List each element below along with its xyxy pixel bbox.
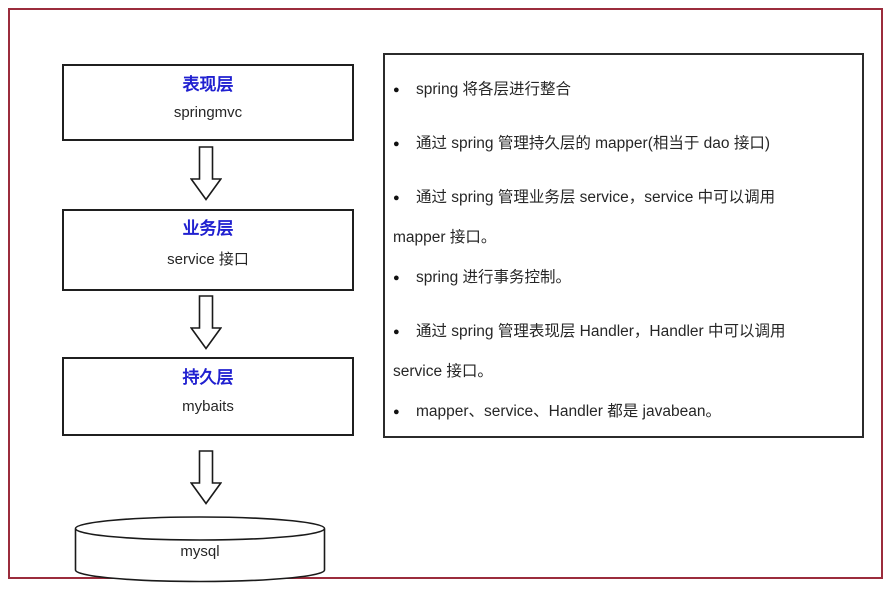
down-arrow-icon bbox=[190, 450, 222, 505]
bullet-icon: ● bbox=[393, 84, 400, 96]
flow-box-business-layer: 业务层 service 接口 bbox=[62, 209, 354, 291]
note-line: ● mapper、service、Handler 都是 javabean。 bbox=[393, 392, 848, 432]
note-text: 通过 spring 管理业务层 service，service 中可以调用 bbox=[416, 189, 776, 206]
note-text: service 接口。 bbox=[393, 363, 493, 380]
business-layer-subtitle: service 接口 bbox=[167, 251, 249, 268]
bullet-icon: ● bbox=[393, 406, 400, 418]
database-cylinder: mysql bbox=[74, 515, 326, 583]
flow-box-persistence-layer: 持久层 mybaits bbox=[62, 357, 354, 436]
down-arrow-icon bbox=[190, 146, 222, 201]
note-text: 通过 spring 管理持久层的 mapper(相当于 dao 接口) bbox=[416, 135, 770, 152]
note-text: mapper 接口。 bbox=[393, 229, 497, 246]
note-line: ● 通过 spring 管理持久层的 mapper(相当于 dao 接口) bbox=[393, 124, 848, 164]
note-text: mapper、service、Handler 都是 javabean。 bbox=[416, 403, 721, 420]
persistence-layer-subtitle: mybaits bbox=[182, 398, 234, 415]
bullet-icon: ● bbox=[393, 138, 400, 150]
outer-frame: 表现层 springmvc 业务层 service 接口 持久层 mybaits bbox=[8, 8, 883, 583]
note-line: ● spring 进行事务控制。 bbox=[393, 258, 848, 298]
note-line: ● 通过 spring 管理业务层 service，service 中可以调用 bbox=[393, 178, 848, 218]
flow-box-presentation-layer: 表现层 springmvc bbox=[62, 64, 354, 141]
cylinder-icon bbox=[74, 516, 326, 583]
database-label: mysql bbox=[180, 543, 220, 560]
bullet-icon: ● bbox=[393, 326, 400, 338]
presentation-layer-subtitle: springmvc bbox=[173, 104, 243, 121]
note-text: 通过 spring 管理表现层 Handler，Handler 中可以调用 bbox=[416, 323, 786, 340]
bullet-icon: ● bbox=[393, 192, 400, 204]
bullet-icon: ● bbox=[393, 272, 400, 284]
note-line-continuation: service 接口。 bbox=[393, 352, 848, 392]
note-text: spring 将各层进行整合 bbox=[416, 81, 572, 98]
presentation-layer-title: 表现层 bbox=[182, 75, 234, 94]
persistence-layer-title: 持久层 bbox=[182, 368, 234, 387]
business-layer-title: 业务层 bbox=[182, 219, 234, 238]
note-line: ● 通过 spring 管理表现层 Handler，Handler 中可以调用 bbox=[393, 312, 848, 352]
note-line-continuation: mapper 接口。 bbox=[393, 218, 848, 258]
note-text: spring 进行事务控制。 bbox=[416, 269, 572, 286]
down-arrow-icon bbox=[190, 295, 222, 350]
note-line: ● spring 将各层进行整合 bbox=[393, 70, 848, 110]
notes-panel: ● spring 将各层进行整合 ● 通过 spring 管理持久层的 mapper… bbox=[383, 53, 864, 438]
